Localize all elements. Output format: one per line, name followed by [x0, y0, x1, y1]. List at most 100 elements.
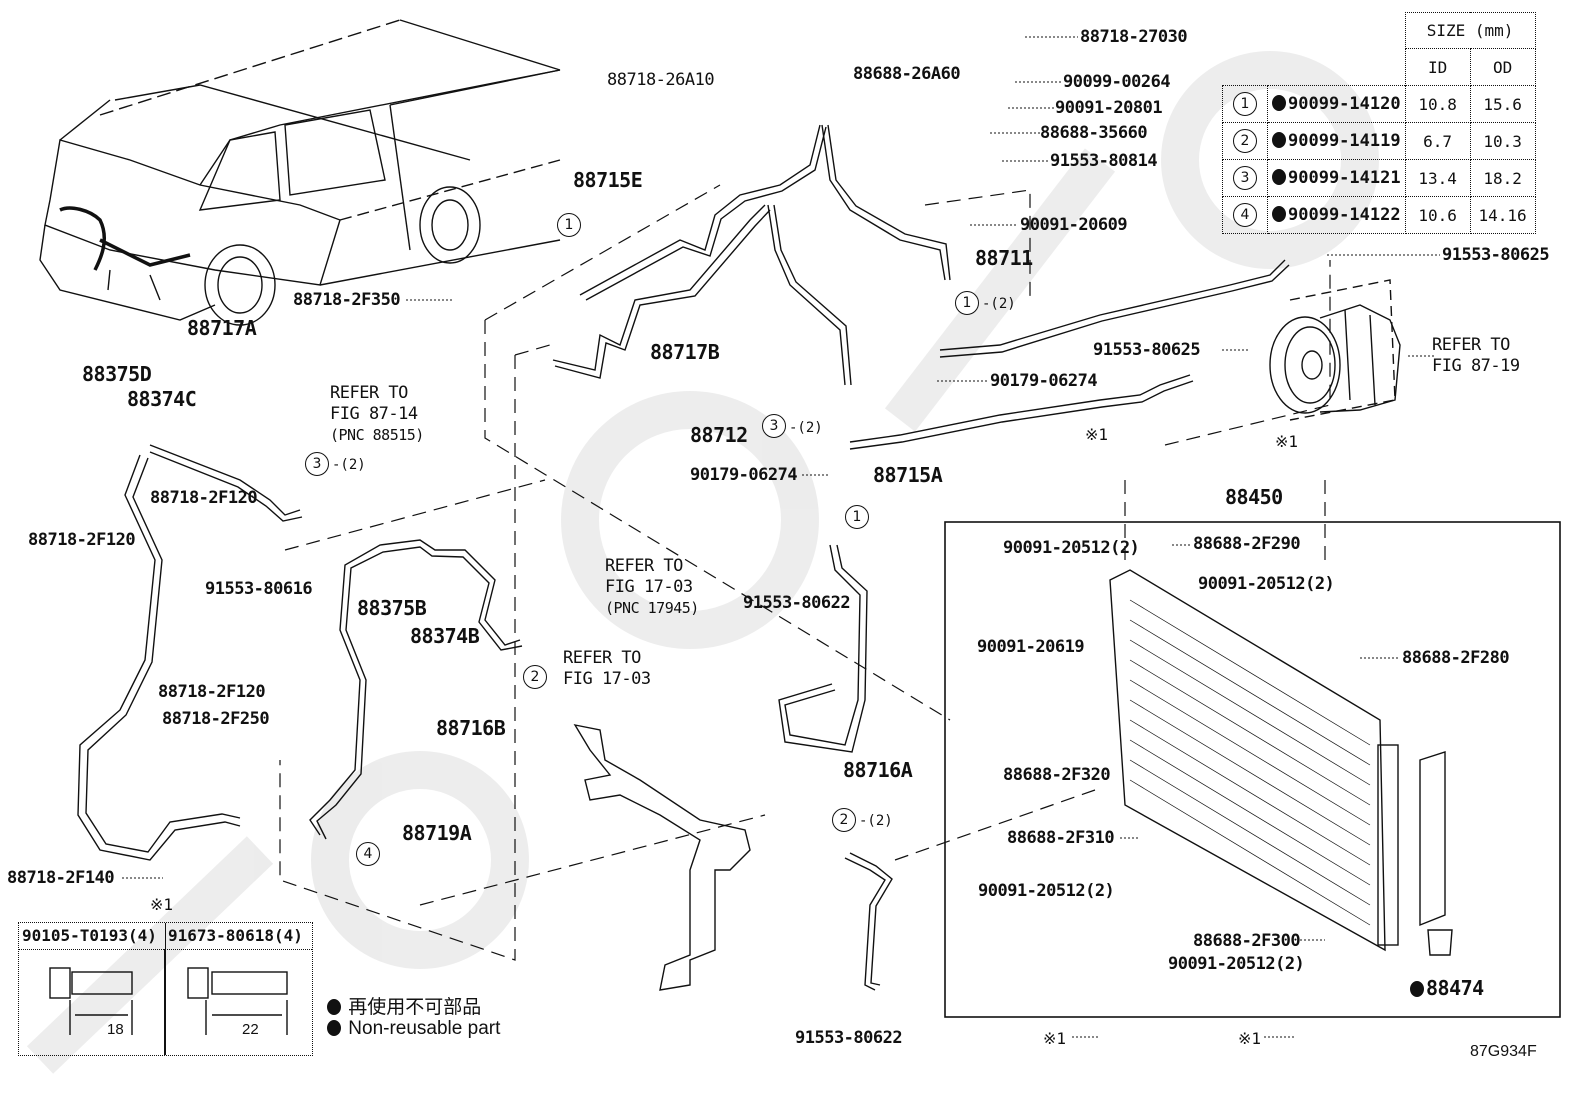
- part-label[interactable]: 88718-2F120: [28, 530, 136, 550]
- ref-circle: 1: [1233, 92, 1257, 116]
- part-label[interactable]: 88688-2F310: [1007, 828, 1115, 848]
- part-label[interactable]: 90091-20512(2): [1168, 954, 1305, 974]
- size-od: 10.3: [1469, 122, 1536, 160]
- legend-jp: 再使用不可部品: [327, 992, 481, 1019]
- part-label[interactable]: 90091-20512(2): [978, 881, 1115, 901]
- part-label[interactable]: 91553-80625: [1093, 340, 1201, 360]
- part-number[interactable]: 90099-14119: [1288, 131, 1401, 151]
- size-id: 10.6: [1404, 196, 1471, 234]
- compressor: [1269, 279, 1401, 421]
- assembly-dash-lines: [279, 184, 1331, 961]
- ref-circle: 2: [1233, 129, 1257, 153]
- part-label[interactable]: 88718-2F120: [150, 488, 258, 508]
- non-reusable-icon: [1410, 981, 1424, 997]
- part-label[interactable]: 88712: [690, 423, 748, 447]
- part-label[interactable]: 88718-2F120: [158, 682, 266, 702]
- note-mark: ※1: [1238, 1029, 1262, 1048]
- part-label[interactable]: 88718-27030: [1080, 27, 1188, 47]
- part-label[interactable]: 88375B: [357, 596, 427, 620]
- part-label[interactable]: 88718-26A10: [607, 70, 715, 90]
- part-label[interactable]: 88715E: [573, 168, 643, 192]
- part-label[interactable]: 90099-00264: [1063, 72, 1171, 92]
- part-label[interactable]: 90091-20619: [977, 637, 1085, 657]
- part-label[interactable]: 91553-80622: [743, 593, 851, 613]
- pipe-88717A: [77, 444, 303, 861]
- o-ring-ref-circle: 3: [762, 414, 786, 438]
- part-number[interactable]: 90099-14122: [1288, 205, 1401, 225]
- size-od: 18.2: [1469, 159, 1536, 197]
- part-label[interactable]: 88374B: [410, 624, 480, 648]
- part-number[interactable]: 90099-14120: [1288, 94, 1401, 114]
- part-label[interactable]: 91553-80625: [1442, 245, 1550, 265]
- o-ring-ref-circle: 1: [845, 505, 869, 529]
- part-label[interactable]: 90091-20609: [1020, 215, 1128, 235]
- pipe-88715A: [778, 374, 1194, 753]
- size-col-id: ID: [1404, 48, 1471, 86]
- part-label[interactable]: 88718-2F350: [293, 290, 401, 310]
- part-number[interactable]: 90099-14121: [1288, 168, 1401, 188]
- part-label[interactable]: 90091-20512(2): [1003, 538, 1140, 558]
- ref-circle: 4: [1233, 203, 1257, 227]
- non-reusable-icon: [327, 1020, 341, 1036]
- non-reusable-icon: [1272, 95, 1286, 111]
- part-label[interactable]: 88717B: [650, 340, 720, 364]
- size-od: 14.16: [1469, 196, 1536, 234]
- bracket-17945: [573, 724, 751, 991]
- o-ring-ref-circle: 2: [523, 665, 547, 689]
- qty-label: -(2): [789, 420, 823, 436]
- part-label[interactable]: 88688-2F280: [1402, 648, 1510, 668]
- part-number[interactable]: 88474: [1426, 976, 1484, 1000]
- qty-label: -(2): [982, 296, 1016, 312]
- part-label[interactable]: 88716B: [436, 716, 506, 740]
- part-label[interactable]: 88688-2F300: [1193, 931, 1301, 951]
- part-label[interactable]: 88716A: [843, 758, 913, 782]
- leader-lines: [122, 36, 1440, 1038]
- legend-en: Non-reusable part: [327, 1018, 500, 1040]
- size-od: 15.6: [1469, 85, 1536, 123]
- size-header: SIZE (mm): [1404, 12, 1536, 49]
- size-row: 2 90099-14119 6.7 10.3: [1222, 122, 1536, 160]
- size-col-od: OD: [1469, 48, 1536, 86]
- part-label[interactable]: 88718-2F140: [7, 868, 115, 888]
- part-label[interactable]: 90091-20801: [1055, 98, 1163, 118]
- size-row: 3 90099-14121 13.4 18.2: [1222, 159, 1536, 197]
- qty-label: -(2): [859, 813, 893, 829]
- bolt-size-table: 90105-T0193(4) 91673-80618(4) 18 22: [18, 922, 313, 1056]
- bolt-length: 18: [107, 1021, 124, 1038]
- qty-label: -(2): [332, 457, 366, 473]
- part-label[interactable]: 88688-2F320: [1003, 765, 1111, 785]
- part-label-88474[interactable]: 88474: [1410, 978, 1484, 998]
- part-label[interactable]: 91553-80814: [1050, 151, 1158, 171]
- part-label[interactable]: 88711: [975, 246, 1033, 270]
- size-row: 1 90099-14120 10.8 15.6: [1222, 85, 1536, 123]
- part-label[interactable]: 88688-2F290: [1193, 534, 1301, 554]
- bolt-length: 22: [242, 1021, 259, 1038]
- part-label[interactable]: 88688-35660: [1040, 123, 1148, 143]
- pipe-88711: [939, 259, 1290, 358]
- o-ring-ref-circle: 4: [356, 842, 380, 866]
- bolt-part-number[interactable]: 91673-80618(4): [165, 923, 312, 950]
- size-row: 4 90099-14122 10.6 14.16: [1222, 196, 1536, 234]
- part-label[interactable]: 88715A: [873, 463, 943, 487]
- part-label[interactable]: 90179-06274: [990, 371, 1098, 391]
- part-label[interactable]: 88717A: [187, 316, 257, 340]
- part-label[interactable]: 88450: [1225, 485, 1283, 509]
- watermark: [26, 51, 1379, 1074]
- part-label[interactable]: 88718-2F250: [162, 709, 270, 729]
- part-label[interactable]: 88374C: [127, 387, 197, 411]
- part-label[interactable]: 90091-20512(2): [1198, 574, 1335, 594]
- bolt-part-number[interactable]: 90105-T0193(4): [19, 923, 166, 950]
- part-label[interactable]: 88375D: [82, 362, 152, 386]
- part-label[interactable]: 91553-80622: [795, 1028, 903, 1048]
- part-label[interactable]: 91553-80616: [205, 579, 313, 599]
- part-label[interactable]: 88688-26A60: [853, 64, 961, 84]
- o-ring-ref-circle: 1: [557, 213, 581, 237]
- o-ring-ref-circle: 1: [955, 291, 979, 315]
- part-label[interactable]: 90179-06274: [690, 465, 798, 485]
- part-label[interactable]: 88719A: [402, 821, 472, 845]
